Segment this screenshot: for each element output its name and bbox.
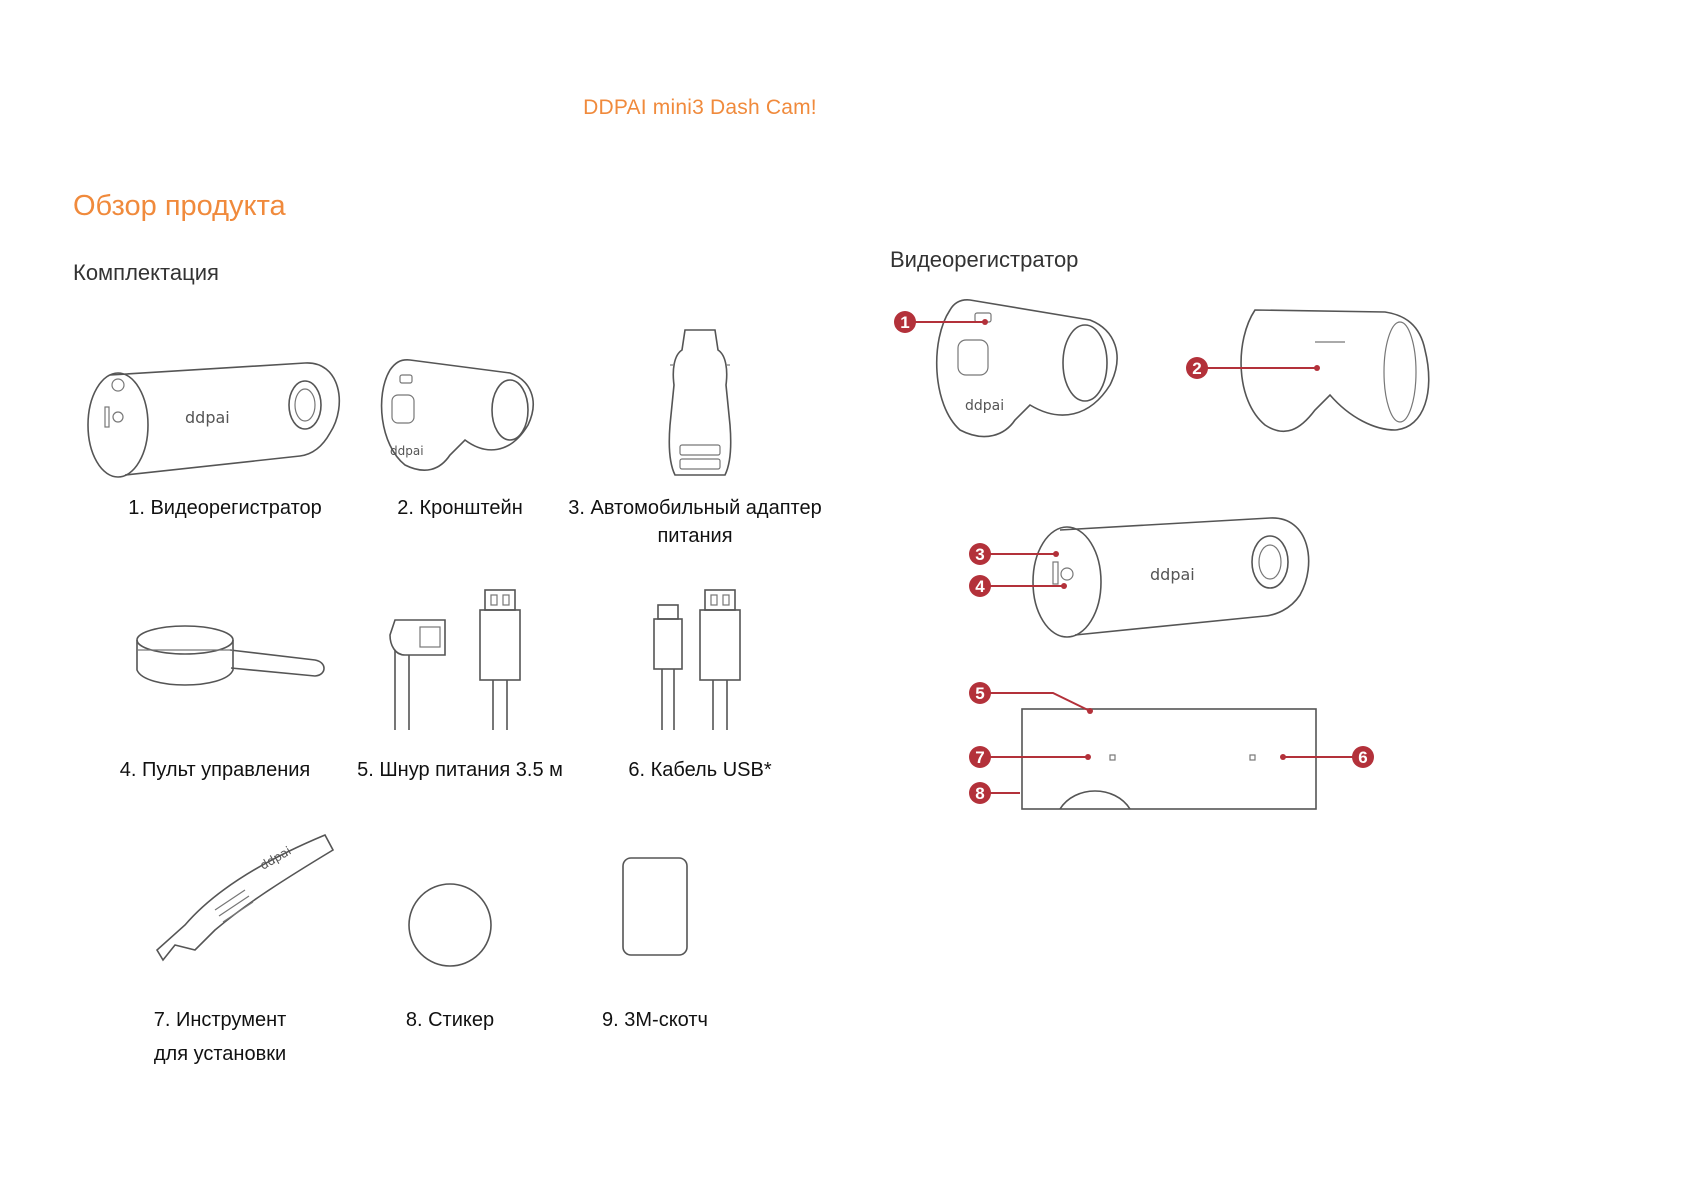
ddpai-logo-text-front: ddpai	[965, 398, 1004, 414]
ddpai-logo-text: ddpai	[185, 408, 230, 427]
marker-4-label: 4	[975, 577, 985, 596]
marker-6: 6	[1280, 746, 1374, 768]
item-3-caption-line2: питания	[657, 525, 733, 547]
sticker-illustration	[408, 883, 492, 967]
ddpai-logo-text-bracket: ddpai	[390, 444, 424, 458]
marker-4: 4	[969, 575, 1067, 597]
device-side-view: ddpai	[1032, 517, 1310, 638]
marker-7: 7	[969, 746, 1091, 768]
marker-1-label: 1	[900, 313, 909, 332]
installation-tool-illustration: ddpai	[155, 833, 335, 962]
document-header-title: DDPAI mini3 Dash Cam!	[583, 96, 817, 119]
marker-5: 5	[969, 682, 1093, 714]
marker-8-label: 8	[975, 784, 984, 803]
ddpai-logo-text-tool: ddpai	[258, 844, 294, 873]
item-7-caption-line2: для установки	[153, 1043, 287, 1065]
item-6-caption: 6. Кабель USB*	[628, 759, 772, 781]
marker-2: 2	[1186, 357, 1320, 379]
item-3-caption: 3. Автомобильный адаптер питания	[555, 493, 835, 551]
package-contents-title: Комплектация	[73, 260, 219, 285]
marker-3-label: 3	[975, 545, 984, 564]
item-9-caption: 9. 3M-скотч	[602, 1009, 708, 1031]
item-4-caption: 4. Пульт управления	[119, 759, 311, 781]
remote-control-illustration	[136, 625, 325, 686]
section-title: Обзор продукта	[73, 190, 286, 222]
device-back-view	[1240, 309, 1430, 433]
item-1-caption: 1. Видеорегистратор	[128, 497, 322, 519]
marker-3: 3	[969, 543, 1059, 565]
item-5-caption: 5. Шнур питания 3.5 м	[357, 759, 563, 781]
item-7-caption: 7. Инструмент для установки	[110, 1005, 330, 1069]
marker-8: 8	[969, 782, 1020, 804]
item-7-caption-line1: 7. Инструмент	[153, 1009, 287, 1031]
marker-7-label: 7	[975, 748, 984, 767]
item-8-caption: 8. Стикер	[405, 1009, 495, 1031]
item-2-caption: 2. Кронштейн	[397, 497, 523, 519]
car-adapter-illustration	[668, 329, 732, 476]
marker-5-label: 5	[975, 684, 984, 703]
marker-1: 1	[894, 311, 988, 333]
item-3-caption-line1: 3. Автомобильный адаптер	[568, 497, 822, 519]
bracket-illustration: ddpai	[380, 359, 534, 471]
dash-cam-illustration: ddpai	[87, 362, 341, 478]
power-cord-illustration	[389, 589, 521, 730]
device-overview-title: Видеорегистратор	[890, 247, 1079, 272]
3m-tape-illustration	[622, 857, 688, 956]
usb-cable-illustration	[653, 589, 741, 730]
device-top-view	[1021, 708, 1317, 810]
marker-6-label: 6	[1358, 748, 1367, 767]
ddpai-logo-text-side: ddpai	[1150, 565, 1195, 584]
marker-2-label: 2	[1192, 359, 1201, 378]
